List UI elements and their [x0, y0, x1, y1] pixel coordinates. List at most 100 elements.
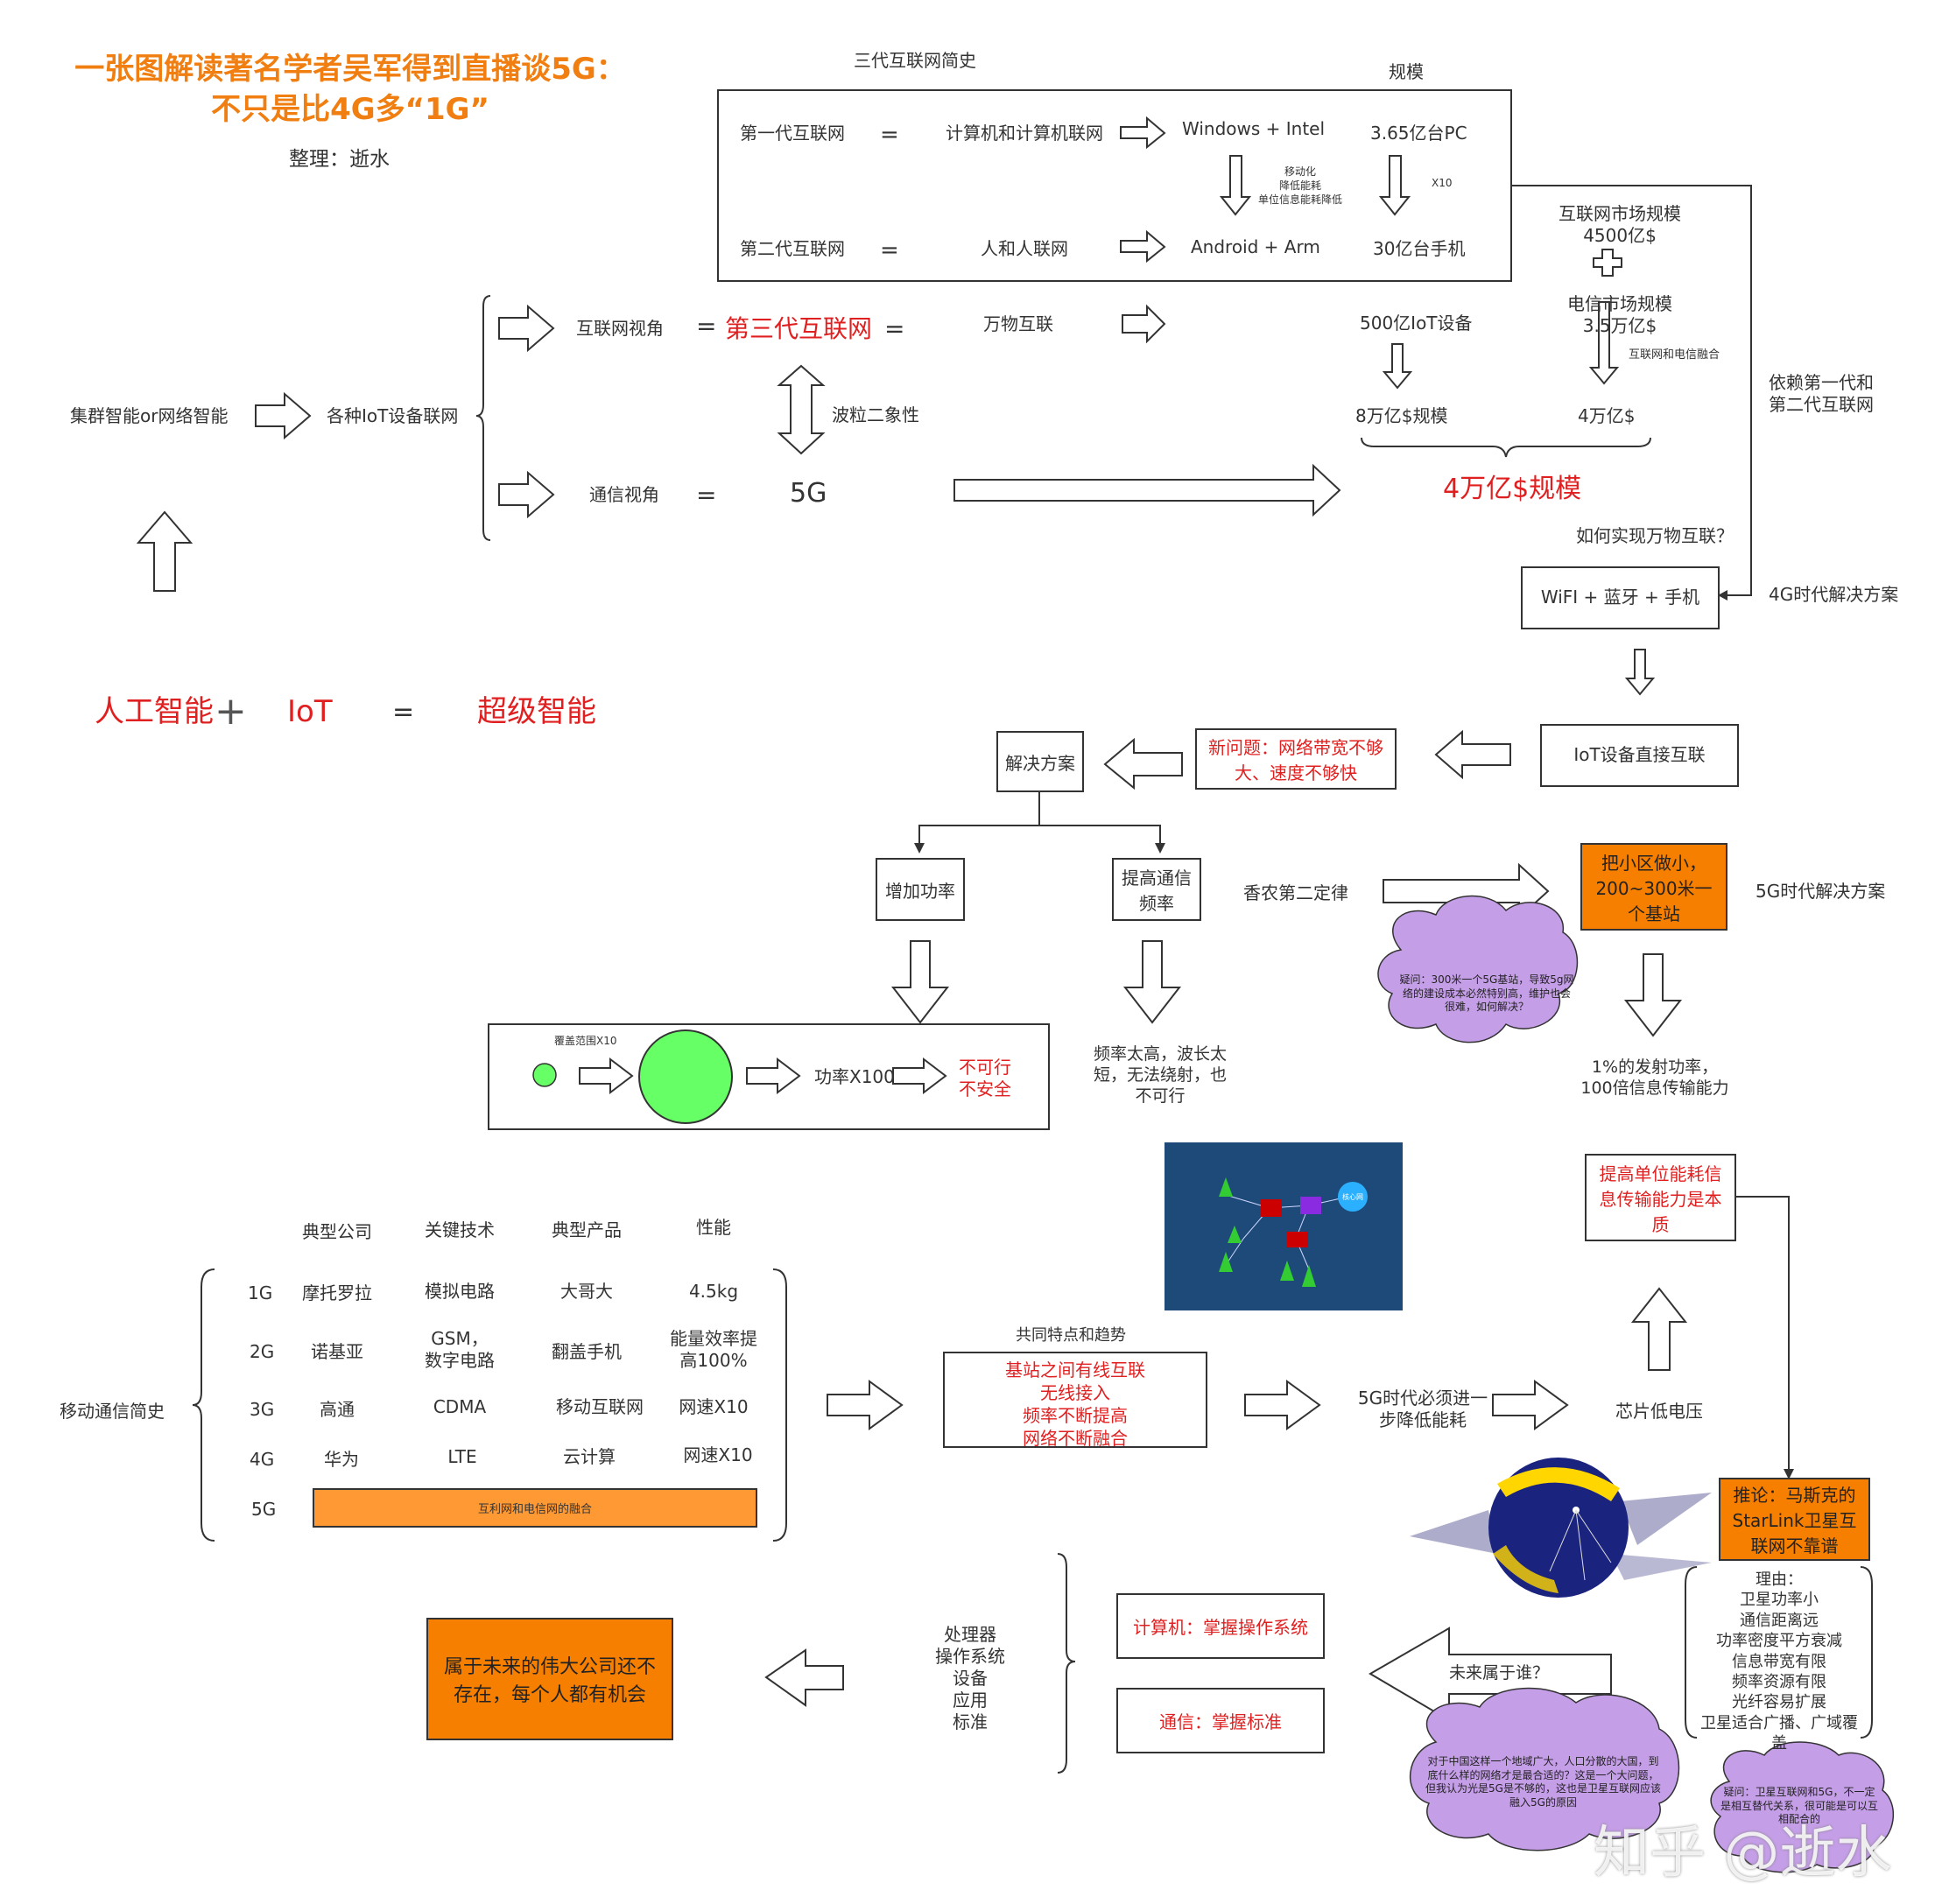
gen2-eq: = — [880, 237, 899, 263]
trends-list: 基站之间有线互联无线接入频率不断提高网络不断融合 — [1005, 1359, 1145, 1449]
label-5g: 5G时代解决方案 — [1756, 881, 1886, 902]
arrow-right — [827, 1380, 904, 1430]
increase-power-box: 增加功率 — [876, 858, 965, 921]
gen1-scale: 3.65亿台PC — [1370, 123, 1467, 144]
iot-direct-box — [1540, 724, 1739, 787]
gen1-desc: 计算机和计算机联网 — [946, 123, 1103, 144]
super-result: 超级智能 — [477, 694, 596, 729]
arrow-right — [1492, 1380, 1569, 1430]
title-line2: 不只是比4G多“1G” — [211, 92, 489, 127]
ai-label: 人工智能 — [95, 694, 214, 729]
large-coverage-circle — [638, 1029, 733, 1124]
gen2-tech: Android + Arm — [1191, 236, 1320, 257]
row-4g-perf: 网速X10 — [683, 1444, 753, 1465]
computer-box: 计算机：掌握操作系统 — [1116, 1593, 1325, 1659]
increase-freq-box: 提高通信频率 — [1112, 858, 1201, 921]
gen2-name: 第二代互联网 — [740, 238, 845, 259]
row-2g-company: 诺基亚 — [311, 1341, 363, 1362]
solution-box: 解决方案 — [996, 731, 1084, 792]
cloud-3 — [1710, 1741, 1895, 1873]
infeasible: 不可行不安全 — [959, 1057, 1011, 1100]
fusion-label: 互联网和电信融合 — [1629, 348, 1720, 362]
arrow-left — [764, 1648, 844, 1707]
arrow-up — [136, 510, 194, 592]
author: 整理：逝水 — [289, 148, 390, 171]
arrow-up — [1630, 1287, 1688, 1371]
row-3g-company: 高通 — [320, 1399, 355, 1420]
gen1-tech: Windows + Intel — [1182, 118, 1326, 139]
row-4g-tech: LTE — [447, 1446, 477, 1467]
gen2-desc: 人和人联网 — [981, 238, 1068, 259]
col-company: 典型公司 — [302, 1221, 372, 1242]
must-reduce: 5G时代必须进一步降低能耗 — [1357, 1388, 1488, 1430]
total-scale: 4万亿$规模 — [1443, 474, 1582, 504]
power-x100: 功率X100 — [814, 1066, 895, 1087]
future-who: 未来属于谁？ — [1449, 1663, 1550, 1683]
row-1g-company: 摩托罗拉 — [302, 1282, 372, 1303]
arrow-right — [1120, 116, 1166, 150]
iot-direct: IoT设备直接互联 — [1573, 744, 1706, 765]
arrow-right — [1244, 1380, 1321, 1430]
eq-super: = — [392, 697, 415, 727]
cloud-1 — [1377, 895, 1579, 1043]
mobility-note: 移动化 降低能耗 单位信息能耗降低 — [1257, 165, 1342, 207]
cluster-label: 集群智能or网络智能 — [70, 405, 229, 426]
row-5g-gen: 5G — [251, 1499, 277, 1520]
history-heading: 三代互联网简史 — [854, 50, 976, 71]
col-perf: 性能 — [696, 1217, 731, 1238]
brace — [772, 1268, 787, 1542]
brace — [192, 1268, 215, 1542]
arrow-right — [1120, 229, 1166, 263]
row-4g-product: 云计算 — [563, 1446, 616, 1467]
scale-4: 4万亿$ — [1578, 405, 1636, 426]
arrow-down — [1219, 155, 1252, 216]
label-4g: 4G时代解决方案 — [1769, 584, 1899, 605]
row-3g-gen: 3G — [250, 1399, 275, 1420]
essence-box: 提高单位能耗信息传输能力是本质 — [1585, 1154, 1736, 1241]
depends-line — [1511, 185, 1752, 596]
row-4g-gen: 4G — [250, 1449, 275, 1470]
arrow-left — [1103, 737, 1183, 790]
iot-devices: 500亿IoT设备 — [1360, 313, 1473, 334]
row-2g-tech: GSM， 数字电路 — [425, 1328, 495, 1371]
plus-icon: + — [215, 689, 247, 734]
gen1-name: 第一代互联网 — [740, 123, 845, 144]
everything-label: 万物互联 — [983, 313, 1053, 334]
cloud3-text: 疑问：卫星互联网和5G，不一定是相互替代关系，很可能是可以互相配合的 — [1720, 1786, 1879, 1826]
iot-network-label: 各种IoT设备联网 — [327, 405, 459, 426]
how-question: 如何实现万物互联？ — [1576, 525, 1734, 546]
network-diagram-image: 核心网 — [1165, 1142, 1403, 1310]
arrow-left-big — [1369, 1626, 1612, 1722]
double-arrow — [777, 364, 826, 455]
arrow-down — [1378, 155, 1411, 216]
duality-label: 波粒二象性 — [832, 404, 919, 425]
scale-8: 8万亿$规模 — [1355, 405, 1448, 426]
arrow-down — [1624, 649, 1656, 696]
eq-1: = — [696, 312, 717, 341]
cloud1-text: 疑问：300米一个5G基站，导致5g网络的建设成本必然特别高，维护也会很难，如何… — [1399, 973, 1574, 1014]
plus-icon — [1593, 249, 1622, 277]
gen2-scale: 30亿台手机 — [1373, 238, 1466, 259]
row-3g-product: 移动互联网 — [556, 1396, 644, 1417]
row-3g-tech: CDMA — [433, 1396, 487, 1417]
small-coverage-circle — [532, 1063, 557, 1087]
arrow-down — [890, 940, 950, 1024]
cloud-2 — [1409, 1687, 1680, 1851]
arrow-down — [1382, 343, 1413, 390]
title-line1: 一张图解读著名学者吴军得到直播谈5G： — [74, 52, 626, 87]
comm-view: 通信视角 — [589, 484, 659, 505]
third-gen: 第三代互联网 — [725, 314, 873, 343]
row-1g-gen: 1G — [248, 1282, 273, 1303]
watermark: 知乎 @逝水 — [1594, 1821, 1892, 1886]
scale-heading: 规模 — [1389, 61, 1424, 82]
row-4g-company: 华为 — [324, 1449, 359, 1470]
row-2g-gen: 2G — [250, 1341, 275, 1362]
coverage-label: 覆盖范围X10 — [554, 1035, 617, 1047]
arrow-right-long — [953, 463, 1341, 517]
trends-box — [943, 1352, 1207, 1448]
arrow-right — [255, 391, 312, 440]
row-5g-bar: 互利网和电信网的融合 — [313, 1488, 757, 1528]
